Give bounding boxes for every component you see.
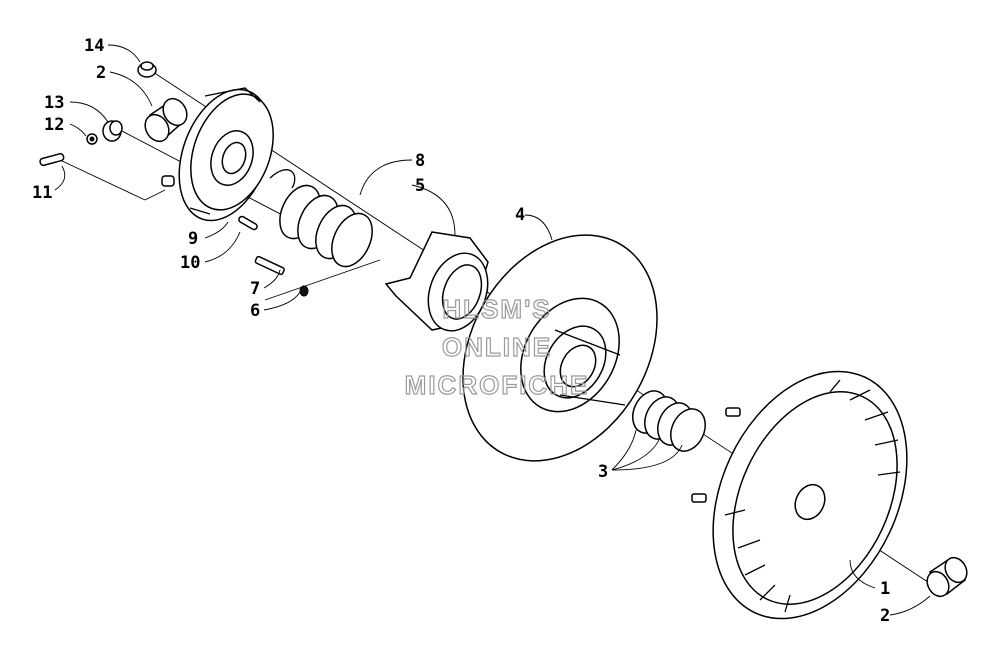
part-10-pin <box>238 215 258 231</box>
callout-2-top: 2 <box>96 63 106 83</box>
callout-13: 13 <box>44 93 64 113</box>
watermark: HLSM'S ONLINE MICROFICHE <box>404 293 590 400</box>
watermark-line-3: MICROFICHE <box>405 370 590 400</box>
callout-1: 1 <box>880 579 890 599</box>
watermark-line-1: HLSM'S <box>442 294 551 324</box>
callout-6: 6 <box>250 301 260 321</box>
callout-9: 9 <box>188 229 198 249</box>
part-14-cap <box>137 61 157 78</box>
callout-3: 3 <box>598 462 608 482</box>
callout-8: 8 <box>415 151 425 171</box>
part-1-fixed-sheave <box>691 370 908 620</box>
part-11-pin <box>39 152 65 167</box>
callout-12: 12 <box>44 115 64 135</box>
part-8-spring <box>269 169 373 268</box>
leader-lines <box>54 44 931 616</box>
part-13-roller <box>102 120 123 142</box>
watermark-line-2: ONLINE <box>442 332 552 362</box>
part-2-bushing-top <box>144 97 188 143</box>
callout-7: 7 <box>250 279 260 299</box>
part-3-spring <box>632 390 706 452</box>
callout-14: 14 <box>84 36 104 56</box>
callout-5: 5 <box>415 176 425 196</box>
part-7-screw <box>254 255 285 276</box>
part-2-bushing-bottom <box>926 556 968 598</box>
spider-housing <box>161 87 274 222</box>
part-6-nut <box>299 285 309 297</box>
callout-4: 4 <box>515 205 525 225</box>
part-5-cam <box>384 231 489 332</box>
callout-10: 10 <box>180 253 200 273</box>
callout-11: 11 <box>32 183 52 203</box>
callout-labels: 14 2 13 12 11 9 10 8 5 7 6 4 3 1 2 <box>32 36 890 626</box>
part-4-sheave <box>462 234 658 462</box>
callout-2-bottom: 2 <box>880 606 890 626</box>
part-12-washer <box>86 133 98 145</box>
